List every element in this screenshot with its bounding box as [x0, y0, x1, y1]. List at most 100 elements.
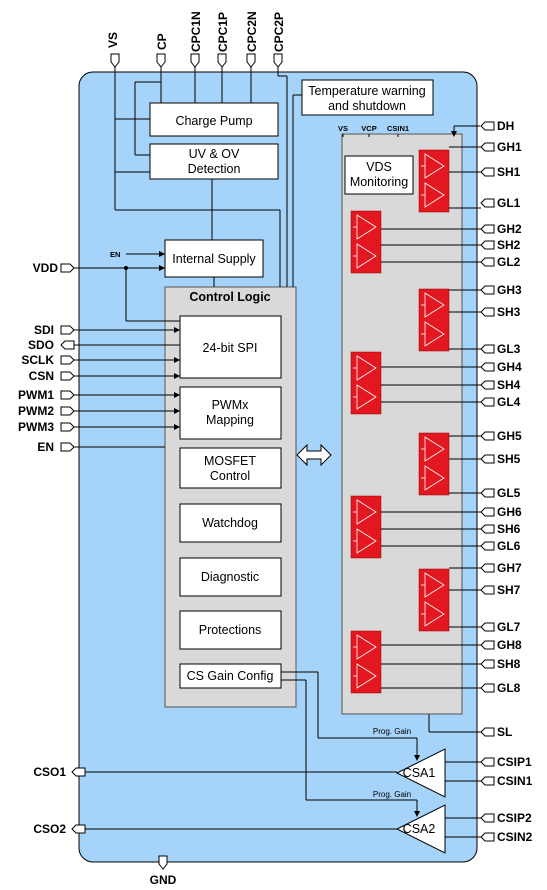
pin-dh-label: DH: [497, 119, 514, 133]
supply-vs-label: VS: [338, 124, 348, 133]
pin-gl5-marker: [480, 488, 495, 498]
internal-supply-en-label: EN: [110, 250, 120, 259]
mosfet-label-1: MOSFET: [204, 454, 256, 468]
pin-cpc1n-label: CPC1N: [189, 11, 203, 52]
pin-sh6-label: SH6: [497, 522, 521, 536]
pin-cpc2p: CPC2P: [272, 12, 286, 68]
pin-gl1-marker: [480, 198, 495, 208]
pin-gl4: GL4: [480, 395, 521, 409]
pin-csip2-label: CSIP2: [497, 811, 532, 825]
pin-gh5-marker: [480, 431, 495, 441]
pin-gh6-marker: [480, 507, 495, 517]
pin-gh1: GH1: [480, 140, 522, 154]
protections-block: Protections: [179, 610, 282, 650]
pin-cpc2n-label: CPC2N: [245, 11, 259, 52]
left-pins: VDD SDI SDO SCLK CSN PWM1 PWM2 PWM3 EN C: [18, 261, 180, 836]
gate-driver-6: [350, 495, 481, 559]
pin-gh4-marker: [480, 362, 495, 372]
pin-csin1-marker: [480, 776, 495, 786]
pin-gl7-marker: [480, 622, 495, 632]
diagnostic-label: Diagnostic: [201, 570, 259, 584]
pin-gh3: GH3: [480, 283, 522, 297]
pin-sl: SL: [480, 725, 512, 739]
pin-csip2-marker: [480, 813, 495, 823]
pin-gh6: GH6: [480, 505, 522, 519]
pin-cso2-marker: [71, 824, 86, 834]
cs-gain-block: CS Gain Config: [179, 663, 282, 689]
gate-driver-5: [418, 432, 481, 496]
pin-cp-marker: [156, 53, 166, 68]
pin-gl2: GL2: [480, 255, 521, 269]
temperature-label-1: Temperature warning: [308, 84, 425, 98]
pin-gh6-label: GH6: [497, 505, 522, 519]
watchdog-label: Watchdog: [202, 516, 258, 530]
pin-gl8: GL8: [480, 681, 521, 695]
cs-gain-label: CS Gain Config: [187, 669, 274, 683]
charge-pump-block: Charge Pump: [149, 102, 279, 137]
pin-sh2: SH2: [480, 238, 521, 252]
pin-sh4-marker: [480, 380, 495, 390]
diagnostic-block: Diagnostic: [179, 557, 282, 597]
pin-gh3-label: GH3: [497, 283, 522, 297]
pin-sh6: SH6: [480, 522, 521, 536]
internal-supply-block: Internal Supply: [164, 239, 264, 278]
pin-cp-label: CP: [155, 33, 169, 50]
pin-cpc1p: CPC1P: [216, 12, 230, 68]
pwm-label-1: PWMx: [212, 398, 250, 412]
pin-gl1: GL1: [480, 196, 521, 210]
pin-sl-marker: [480, 727, 495, 737]
pin-gh2: GH2: [480, 222, 522, 236]
pin-cpc2n-marker: [246, 53, 256, 68]
pin-gh7-marker: [480, 563, 495, 573]
pin-gl4-label: GL4: [497, 395, 521, 409]
pin-csin2-label: CSIN2: [497, 830, 533, 844]
mosfet-label-2: Control: [210, 469, 250, 483]
pin-en-label: EN: [37, 440, 54, 454]
pin-csin1: CSIN1: [480, 774, 533, 788]
pin-gl7-label: GL7: [497, 620, 521, 634]
pin-gl2-marker: [480, 257, 495, 267]
top-wiring: [114, 67, 302, 287]
pin-csn-marker: [60, 371, 75, 381]
pin-sh4-label: SH4: [497, 378, 521, 392]
temperature-label-2: and shutdown: [328, 99, 406, 113]
pin-gl3-marker: [480, 344, 495, 354]
gate-drivers: [350, 146, 481, 694]
pin-gh2-label: GH2: [497, 222, 522, 236]
pin-gl3-label: GL3: [497, 342, 521, 356]
spi-block: 24-bit SPI: [179, 315, 282, 379]
pin-sh1-label: SH1: [497, 165, 521, 179]
pin-sh7: SH7: [480, 583, 521, 597]
pin-gl6-label: GL6: [497, 539, 521, 553]
pin-gh5-label: GH5: [497, 429, 522, 443]
pin-cpc1p-marker: [217, 53, 227, 68]
pin-cpc1n: CPC1N: [189, 11, 203, 68]
gate-driver-2: [350, 210, 481, 274]
pin-gh8-label: GH8: [497, 638, 522, 652]
gate-driver-8: [350, 630, 481, 694]
prog-gain-1-label: Prog. Gain: [373, 727, 411, 736]
pwm-label-2: Mapping: [206, 413, 254, 427]
pin-vdd-marker: [60, 263, 75, 273]
pin-gh4-label: GH4: [497, 360, 522, 374]
pin-cpc2p-marker: [273, 53, 283, 68]
top-pins: VS CP CPC1N CPC1P CPC2N CPC2P: [106, 11, 286, 68]
csa2-amplifier: CSA2: [395, 804, 446, 854]
pin-cso1-marker: [71, 767, 86, 777]
pin-gl3: GL3: [480, 342, 521, 356]
uv-ov-block: UV & OV Detection: [149, 143, 279, 180]
pin-sh1-marker: [480, 167, 495, 177]
pin-gl5-label: GL5: [497, 486, 521, 500]
pin-gl6-marker: [480, 541, 495, 551]
pin-pwm1-marker: [60, 390, 75, 400]
pin-sh8: SH8: [480, 657, 521, 671]
pin-sh2-label: SH2: [497, 238, 521, 252]
right-pins: DH GH1SH1GL1GH2SH2GL2GH3SH3GL3GH4SH4GL4GH…: [480, 119, 533, 844]
temperature-block: Temperature warning and shutdown: [301, 79, 434, 116]
pin-sh5: SH5: [480, 452, 521, 466]
pin-sdo-marker: [60, 340, 75, 350]
pin-sh3: SH3: [480, 305, 521, 319]
pin-gl5: GL5: [480, 486, 521, 500]
mosfet-control-block: MOSFET Control: [179, 447, 282, 489]
